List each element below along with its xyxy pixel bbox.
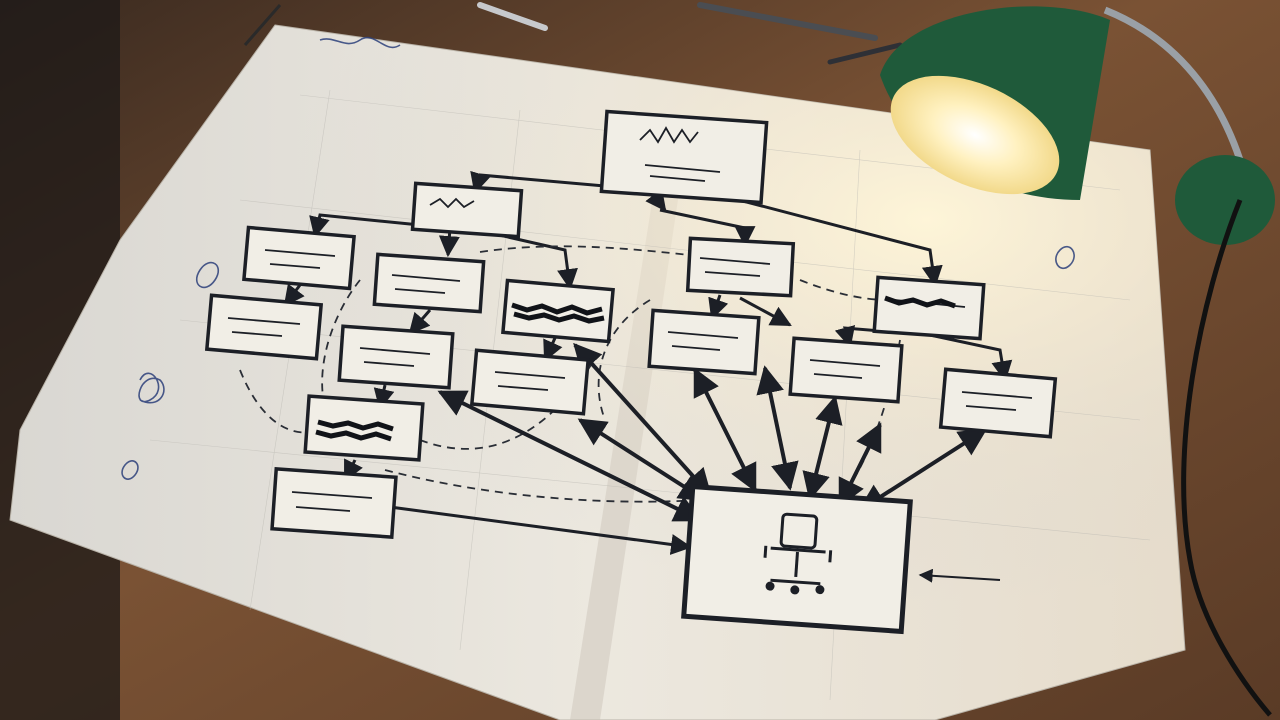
node-scribbles <box>227 126 1033 512</box>
desk-lamp-icon <box>880 6 1275 717</box>
node-l1-right <box>685 236 796 298</box>
node-root <box>599 109 769 205</box>
node-l3-c <box>469 348 591 416</box>
node-l3-f <box>938 367 1058 439</box>
flowchart-nodes <box>204 109 1058 635</box>
node-l3-a <box>204 293 324 361</box>
pens <box>243 2 903 65</box>
node-l2-a <box>242 225 356 291</box>
node-l2-b <box>372 252 486 314</box>
node-l5-a <box>270 467 398 539</box>
margin-doodles <box>121 36 1075 480</box>
node-l3-d <box>647 308 761 376</box>
node-l2-d <box>872 275 986 341</box>
node-l3-e <box>788 336 904 404</box>
node-l1-left <box>410 181 524 239</box>
left-arrow-doodle <box>918 568 1001 583</box>
converging-arrows <box>437 342 988 522</box>
office-chair-icon <box>763 512 833 595</box>
node-l3-b <box>337 324 455 390</box>
crossed-out-scribbles <box>315 295 956 442</box>
